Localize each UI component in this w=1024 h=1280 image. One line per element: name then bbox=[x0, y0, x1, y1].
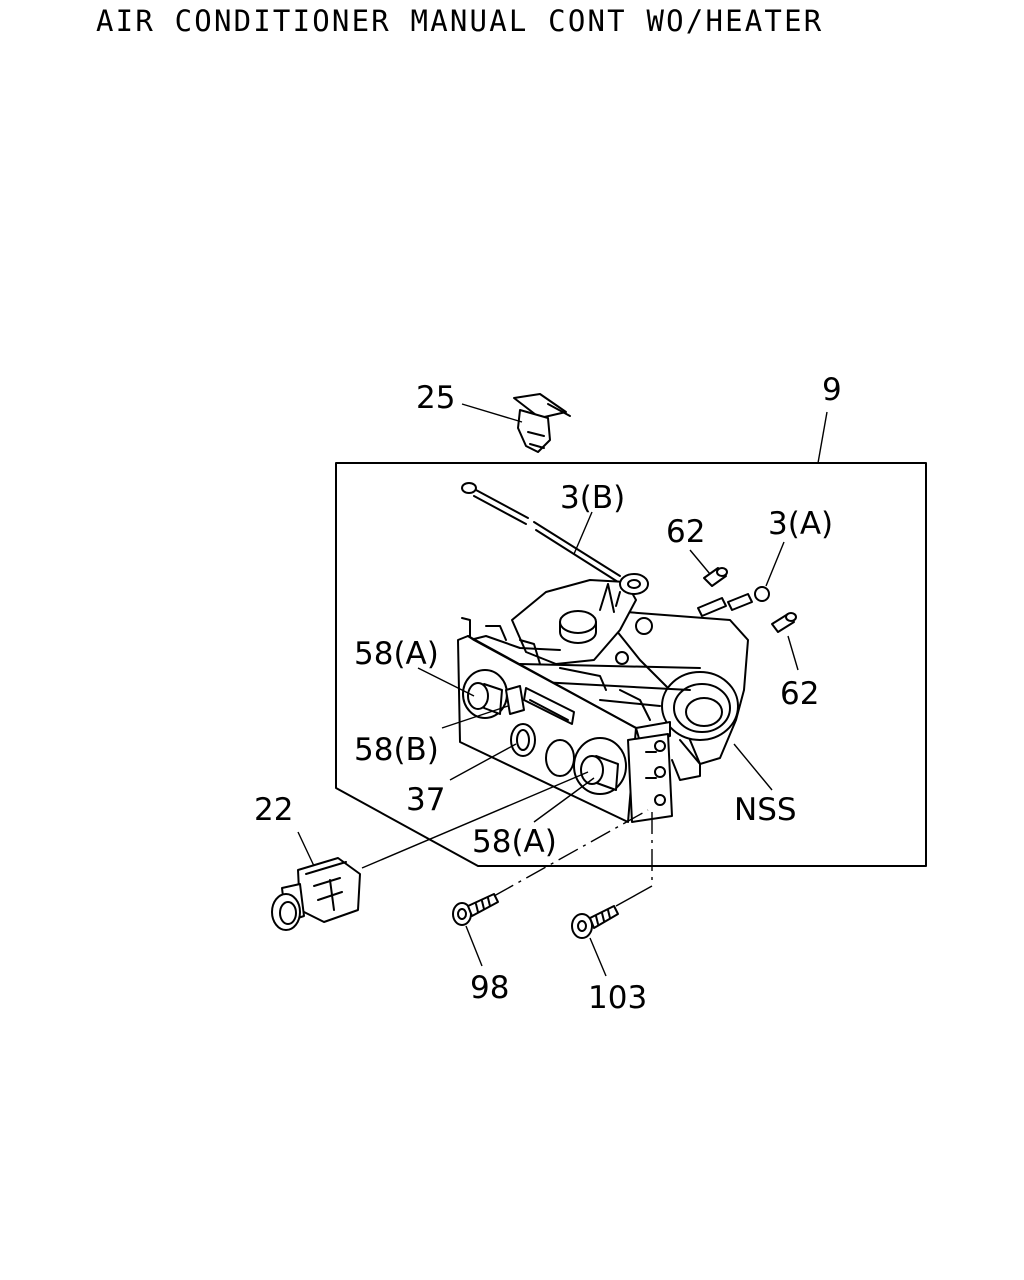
screw-part-103 bbox=[571, 905, 619, 939]
callout-98: 98 bbox=[470, 970, 509, 1006]
clip-part-25 bbox=[513, 393, 571, 453]
callout-9: 9 bbox=[822, 372, 842, 408]
callout-37: 37 bbox=[406, 782, 445, 818]
diagram-title: AIR CONDITIONER MANUAL CONT WO/HEATER bbox=[96, 4, 824, 38]
leader-lines bbox=[297, 403, 828, 977]
callout-62-right: 62 bbox=[780, 676, 819, 712]
control-unit-body bbox=[457, 573, 749, 823]
callout-62-top: 62 bbox=[666, 514, 705, 550]
callout-25: 25 bbox=[416, 380, 455, 416]
cable-part-3b bbox=[461, 482, 621, 583]
switch-part-22 bbox=[271, 857, 361, 931]
screw-part-98 bbox=[452, 893, 499, 926]
cable-part-3a bbox=[697, 586, 770, 617]
callout-58b: 58(B) bbox=[354, 732, 439, 768]
assembly-boundary bbox=[335, 462, 927, 867]
callout-nss: NSS bbox=[734, 792, 797, 828]
pin-part-62-top bbox=[703, 567, 728, 587]
callout-58a-bottom: 58(A) bbox=[472, 824, 557, 860]
callout-58a-top: 58(A) bbox=[354, 636, 439, 672]
callout-3b: 3(B) bbox=[560, 480, 625, 516]
callout-22: 22 bbox=[254, 792, 293, 828]
pin-part-62-right bbox=[771, 612, 797, 633]
callout-3a: 3(A) bbox=[768, 506, 833, 542]
callout-103: 103 bbox=[588, 980, 647, 1016]
